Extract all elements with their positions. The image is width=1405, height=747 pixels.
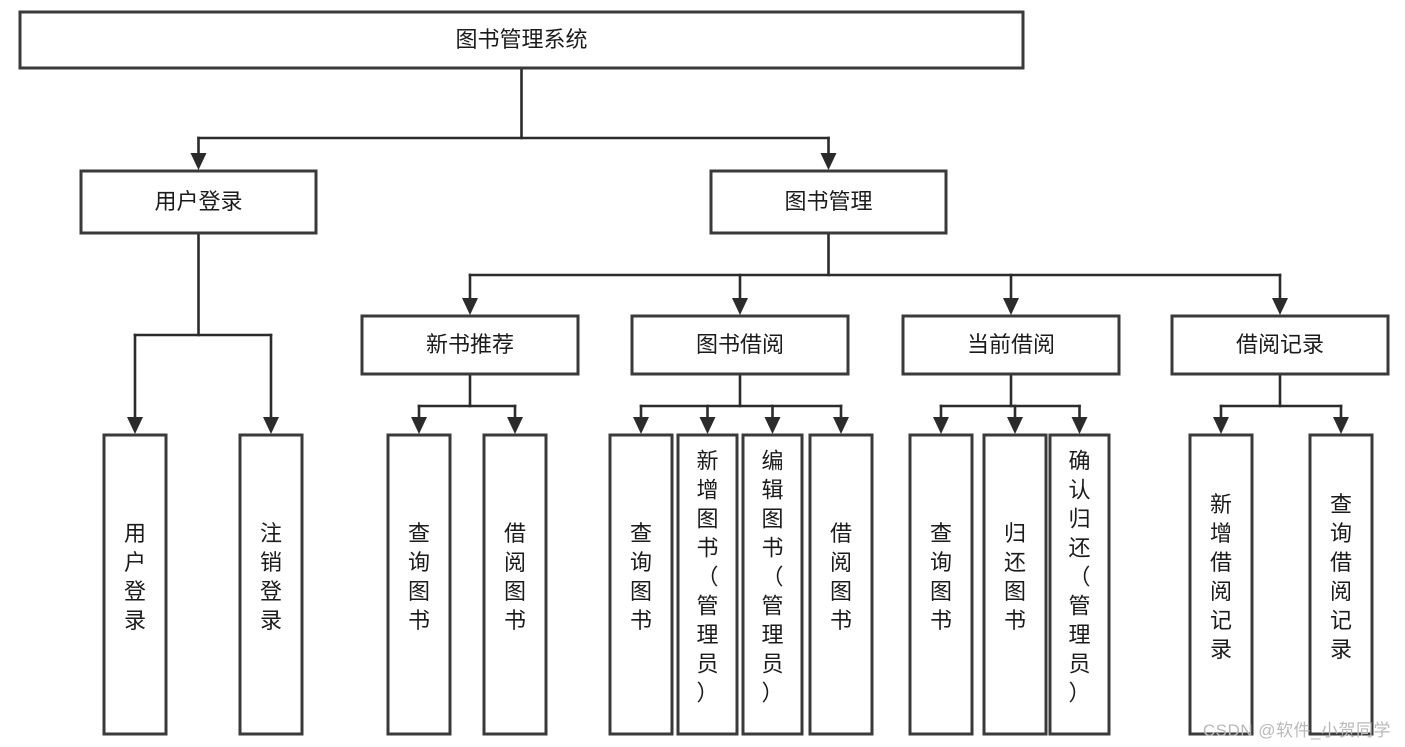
arrow-head-icon — [1007, 417, 1023, 434]
arrow-head-icon — [462, 298, 478, 315]
watermark-label: CSDN @软件_小贺同学 — [1202, 721, 1391, 740]
node-label-leaf-edit-book: 编辑图书（管理员） — [761, 449, 783, 706]
node-box-leaf-query-borrow-record[interactable] — [1308, 433, 1374, 736]
node-label-leaf-query-book-3: 查询图书 — [930, 521, 952, 633]
node-box-leaf-add-book[interactable] — [676, 433, 739, 736]
node-label-book-management: 图书管理 — [784, 189, 872, 214]
node-label-borrow-record: 借阅记录 — [1236, 332, 1324, 357]
arrow-head-icon — [127, 417, 143, 434]
node-box-leaf-logout[interactable] — [238, 433, 304, 736]
node-leaf-edit-book[interactable]: 编辑图书（管理员） — [741, 433, 804, 736]
node-current-borrow[interactable]: 当前借阅 — [901, 314, 1121, 376]
node-box-leaf-add-borrow-record[interactable] — [1188, 433, 1254, 736]
node-label-leaf-query-book-2: 查询图书 — [630, 521, 652, 633]
node-box-leaf-query-book-3[interactable] — [908, 433, 974, 736]
node-label-leaf-query-borrow-record: 查询借阅记录 — [1330, 492, 1352, 662]
node-label-leaf-borrow-book-2: 借阅图书 — [830, 521, 852, 633]
node-box-leaf-confirm-return[interactable] — [1048, 433, 1111, 736]
node-leaf-logout[interactable]: 注销登录 — [238, 433, 304, 736]
node-leaf-add-borrow-record[interactable]: 新增借阅记录 — [1188, 433, 1254, 736]
node-label-leaf-add-book: 新增图书（管理员） — [696, 449, 718, 706]
node-leaf-add-book[interactable]: 新增图书（管理员） — [676, 433, 739, 736]
arrow-head-icon — [764, 417, 781, 434]
arrow-head-icon — [1071, 417, 1088, 434]
node-label-user-login: 用户登录 — [154, 189, 242, 214]
node-box-root[interactable] — [18, 10, 1025, 70]
arrow-head-icon — [633, 417, 649, 434]
node-new-book-recommend[interactable]: 新书推荐 — [360, 314, 580, 376]
node-label-leaf-confirm-return: 确认归还（管理员） — [1068, 449, 1090, 706]
node-box-new-book-recommend[interactable] — [360, 314, 580, 376]
arrow-head-icon — [699, 417, 716, 434]
arrow-head-icon — [1213, 417, 1229, 434]
node-box-leaf-return-book[interactable] — [982, 433, 1048, 736]
node-box-book-management[interactable] — [709, 169, 948, 235]
node-box-leaf-edit-book[interactable] — [741, 433, 804, 736]
node-book-borrow[interactable]: 图书借阅 — [630, 314, 850, 376]
node-root[interactable]: 图书管理系统 — [18, 10, 1025, 70]
node-leaf-query-book-1[interactable]: 查询图书 — [386, 433, 452, 736]
node-leaf-return-book[interactable]: 归还图书 — [982, 433, 1048, 736]
arrow-head-icon — [732, 298, 748, 315]
node-label-leaf-query-book-1: 查询图书 — [408, 521, 430, 633]
node-leaf-query-book-3[interactable]: 查询图书 — [908, 433, 974, 736]
node-leaf-borrow-book-1[interactable]: 借阅图书 — [482, 433, 548, 736]
arrow-head-icon — [411, 417, 427, 434]
node-box-book-borrow[interactable] — [630, 314, 850, 376]
arrow-head-icon — [507, 417, 523, 434]
node-label-root: 图书管理系统 — [455, 27, 587, 52]
node-user-login[interactable]: 用户登录 — [79, 169, 318, 235]
node-box-leaf-user-login[interactable] — [102, 433, 168, 736]
arrow-head-icon — [820, 153, 837, 170]
node-box-leaf-borrow-book-2[interactable] — [808, 433, 874, 736]
node-box-leaf-borrow-book-1[interactable] — [482, 433, 548, 736]
node-label-current-borrow: 当前借阅 — [967, 332, 1055, 357]
diagram-nodes: 图书管理系统用户登录图书管理新书推荐图书借阅当前借阅借阅记录用户登录注销登录查询… — [18, 10, 1390, 736]
node-label-new-book-recommend: 新书推荐 — [426, 332, 514, 357]
node-box-leaf-query-book-1[interactable] — [386, 433, 452, 736]
node-label-leaf-logout: 注销登录 — [260, 521, 282, 633]
node-label-leaf-borrow-book-1: 借阅图书 — [504, 521, 526, 633]
arrow-head-icon — [190, 153, 207, 170]
node-label-leaf-add-borrow-record: 新增借阅记录 — [1210, 492, 1232, 662]
node-leaf-query-borrow-record[interactable]: 查询借阅记录 — [1308, 433, 1374, 736]
node-leaf-query-book-2[interactable]: 查询图书 — [608, 433, 674, 736]
connector-links — [127, 66, 1349, 434]
node-book-management[interactable]: 图书管理 — [709, 169, 948, 235]
arrow-head-icon — [933, 417, 949, 434]
node-borrow-record[interactable]: 借阅记录 — [1170, 314, 1390, 376]
arrow-head-icon — [1333, 417, 1349, 434]
arrow-head-icon — [1272, 298, 1288, 315]
node-box-user-login[interactable] — [79, 169, 318, 235]
node-label-leaf-user-login: 用户登录 — [124, 521, 146, 633]
node-leaf-confirm-return[interactable]: 确认归还（管理员） — [1048, 433, 1111, 736]
node-box-borrow-record[interactable] — [1170, 314, 1390, 376]
node-label-book-borrow: 图书借阅 — [696, 332, 784, 357]
node-label-leaf-return-book: 归还图书 — [1004, 521, 1026, 633]
node-leaf-user-login[interactable]: 用户登录 — [102, 433, 168, 736]
arrow-head-icon — [1003, 298, 1019, 315]
node-box-current-borrow[interactable] — [901, 314, 1121, 376]
node-box-leaf-query-book-2[interactable] — [608, 433, 674, 736]
arrow-head-icon — [263, 417, 279, 434]
node-leaf-borrow-book-2[interactable]: 借阅图书 — [808, 433, 874, 736]
arrow-head-icon — [833, 417, 849, 434]
